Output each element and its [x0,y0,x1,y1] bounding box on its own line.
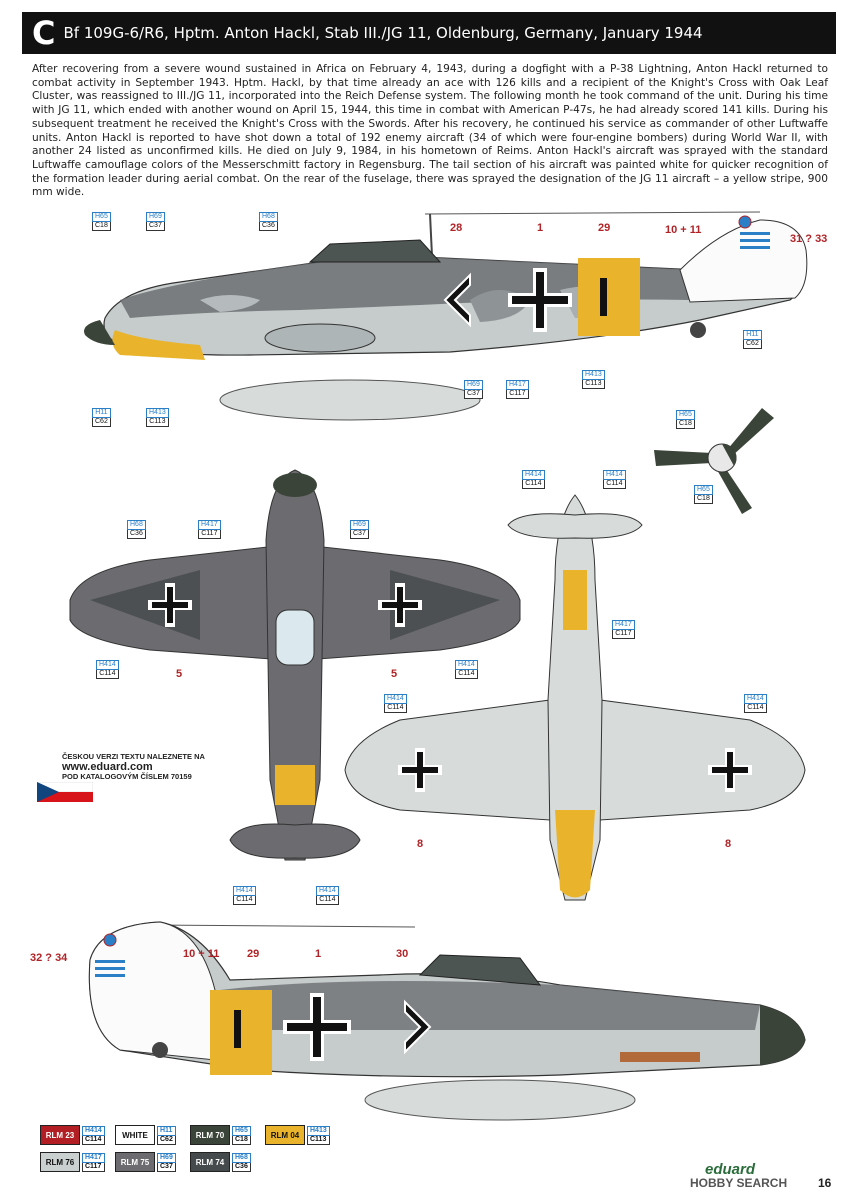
profile-letter: C [32,14,56,52]
stencil-number: 30 [396,948,409,960]
stencil-number: 8 [725,838,732,850]
swatch-color: RLM 74 [190,1152,230,1172]
swatch-color: RLM 75 [115,1152,155,1172]
swatch-color: RLM 04 [265,1125,305,1145]
history-paragraph: After recovering from a severe wound sus… [32,63,828,199]
stencil-number: 29 [598,222,611,234]
stencil-number: 1 [537,222,544,234]
side-profile-left [84,211,808,421]
propeller-front-view [654,408,774,514]
stencil-number: 5 [391,668,398,680]
swatch-color: RLM 23 [40,1125,80,1145]
stencil-number: 1 [315,948,322,960]
stencil-number: 32 ? 34 [30,952,68,964]
stencil-number: 29 [247,948,260,960]
czech-flag-icon [37,782,93,802]
brand-logo: eduard [705,1161,756,1178]
side-profile-right [88,921,806,1121]
stencil-number: 10 + 11 [183,948,220,960]
profile-title: Bf 109G-6/R6, Hptm. Anton Hackl, Stab II… [63,24,703,42]
stencil-number: 5 [176,668,183,680]
page-number: 16 [818,1176,832,1190]
stencil-number: 10 + 11 [665,224,702,236]
stencil-number: 28 [450,222,463,234]
czech-version-note: ČESKOU VERZI TEXTU NALEZNETE NA www.edua… [62,752,205,781]
plan-view-bottom [344,494,806,901]
stencil-number: 31 ? 33 [790,233,828,245]
watermark: HOBBY SEARCH [690,1176,788,1190]
swatch-color: RLM 76 [40,1152,80,1172]
swatch-color: WHITE [115,1125,155,1145]
profile-header: C Bf 109G-6/R6, Hptm. Anton Hackl, Stab … [22,12,836,54]
eduard-link[interactable]: www.eduard.com [62,761,153,773]
stencil-number: 8 [417,838,424,850]
plan-view-top [69,469,521,861]
swatch-color: RLM 70 [190,1125,230,1145]
